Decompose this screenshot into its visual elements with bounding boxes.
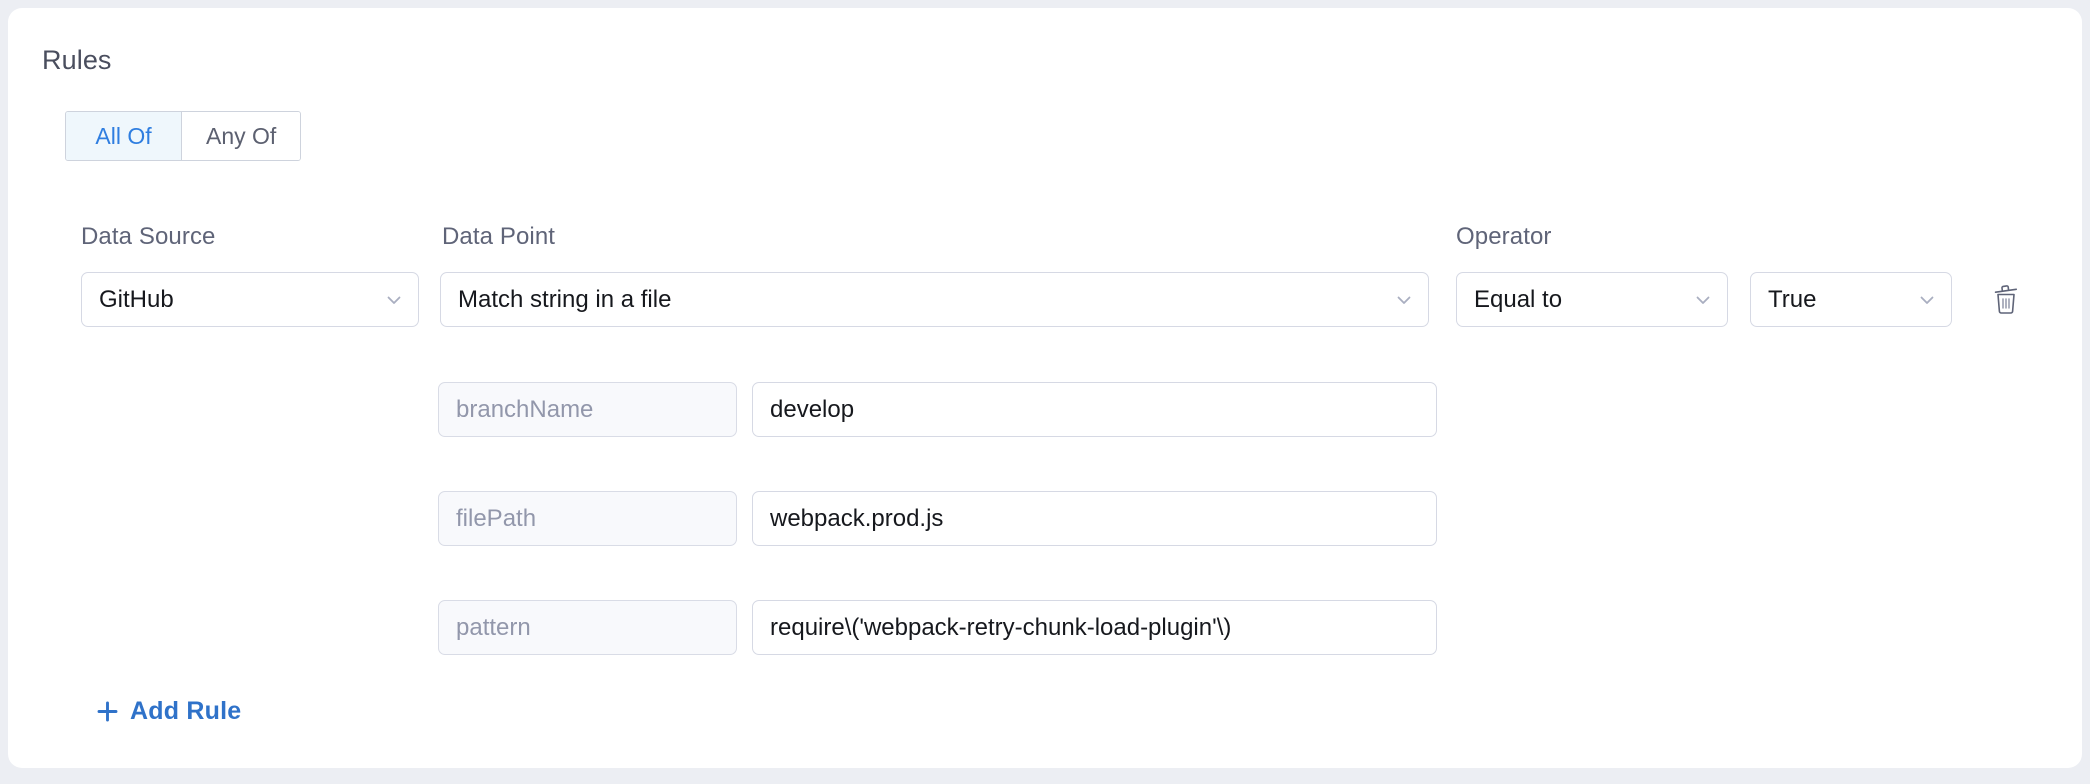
chevron-down-icon — [384, 290, 404, 310]
parameter-key: pattern — [438, 600, 737, 655]
data-source-label: Data Source — [81, 223, 216, 250]
parameter-value-input[interactable]: webpack.prod.js — [752, 491, 1437, 546]
operator-label: Operator — [1456, 223, 1552, 250]
trash-icon — [1991, 283, 2021, 318]
data-source-select[interactable]: GitHub — [81, 272, 419, 327]
parameter-value-input[interactable]: require\('webpack-retry-chunk-load-plugi… — [752, 600, 1437, 655]
page-title: Rules — [42, 45, 112, 75]
add-rule-button[interactable]: Add Rule — [96, 697, 241, 726]
toggle-all-of[interactable]: All Of — [66, 112, 182, 160]
operator-select[interactable]: Equal to — [1456, 272, 1728, 327]
parameter-key: branchName — [438, 382, 737, 437]
rules-panel: Rules All Of Any Of Data Source Data Poi… — [8, 8, 2082, 768]
data-point-label: Data Point — [442, 223, 556, 250]
operator-value: Equal to — [1474, 285, 1563, 313]
data-source-value: GitHub — [99, 285, 174, 313]
operator-value-select[interactable]: True — [1750, 272, 1952, 327]
operator-value-selected: True — [1768, 285, 1817, 313]
delete-rule-button[interactable] — [1986, 280, 2026, 320]
toggle-any-of[interactable]: Any Of — [182, 112, 301, 160]
data-point-select[interactable]: Match string in a file — [440, 272, 1429, 327]
match-type-toggle-group: All Of Any Of — [65, 111, 302, 161]
parameter-key: filePath — [438, 491, 737, 546]
chevron-down-icon — [1693, 290, 1713, 310]
chevron-down-icon — [1394, 290, 1414, 310]
parameter-value-input[interactable]: develop — [752, 382, 1437, 437]
data-point-value: Match string in a file — [458, 285, 672, 313]
add-rule-label: Add Rule — [130, 697, 242, 725]
plus-icon — [96, 700, 119, 723]
chevron-down-icon — [1917, 290, 1937, 310]
